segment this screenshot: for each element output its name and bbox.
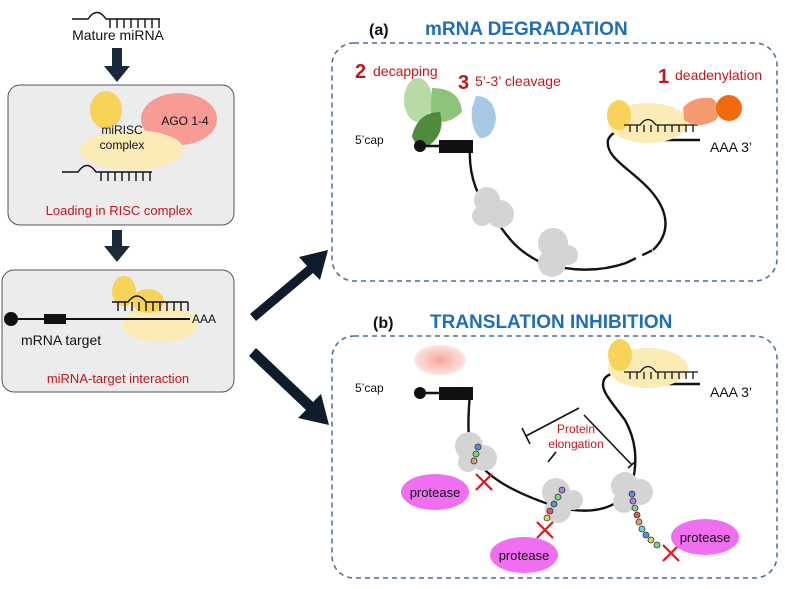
mirisc-yellow-lobe	[90, 91, 122, 129]
loaded-mirna-strand	[62, 164, 152, 181]
panel-b-mirna	[624, 365, 698, 379]
panel-a-coding-block	[439, 140, 473, 153]
protease-2-label: protease	[499, 548, 550, 563]
target-mrna-line	[4, 312, 190, 326]
step2-label: decapping	[373, 63, 438, 79]
protease-1	[401, 474, 469, 510]
mrna-target-label: mRNA target	[21, 332, 101, 348]
degradation-panel	[331, 42, 778, 282]
protease-3	[671, 519, 739, 555]
panel-a-ribosome-2	[538, 228, 578, 277]
elongation-label-line2: elongation	[548, 437, 603, 451]
cleavage-mark-1	[475, 473, 493, 491]
mirisc-label-line2: complex	[100, 138, 145, 152]
step2-number: 2	[355, 61, 366, 83]
panel-b-letter: (b)	[373, 315, 393, 332]
target-interaction-box	[1, 269, 235, 393]
cleavage-mark-2	[536, 521, 554, 539]
target-mirna-strand	[112, 295, 189, 311]
panel-b-title: TRANSLATION INHIBITION	[430, 312, 672, 333]
mirisc-cream-body	[80, 130, 184, 170]
arrow-to-inhibition	[249, 348, 329, 425]
peptide-chain-2	[543, 486, 566, 522]
panel-a-mirisc-yellow	[607, 100, 631, 130]
inhibition-bars	[521, 407, 637, 469]
loading-caption: Loading in RISC complex	[46, 203, 193, 218]
step1-label: deadenylation	[675, 67, 762, 83]
down-arrow-1	[104, 48, 130, 82]
panel-a-ribosome-1	[472, 187, 514, 228]
panel-b-mirisc-yellow	[608, 339, 632, 371]
step3-label: 5’-3’ cleavage	[475, 73, 561, 89]
protease-2	[490, 537, 558, 573]
target-tail-label: AAA	[192, 312, 216, 326]
cleavage-mark-3	[662, 544, 680, 562]
panel-b-cap-label: 5’cap	[355, 381, 384, 395]
deadenylase-complex	[683, 95, 742, 125]
arrow-to-degradation	[250, 250, 328, 321]
elongation-label-line1: Protein	[557, 422, 595, 436]
panel-a-title: mRNA DEGRADATION	[425, 19, 628, 40]
protease-1-label: protease	[410, 485, 461, 500]
decapping-complex	[404, 78, 496, 146]
down-arrow-2	[104, 230, 130, 262]
step3-number: 3	[458, 72, 469, 94]
ago-protein	[141, 93, 217, 145]
panel-a-tail-label: AAA 3’	[710, 139, 752, 155]
panel-a-cap-label: 5’cap	[355, 133, 384, 147]
panel-b-coding-block	[439, 387, 473, 400]
panel-b-tail-label: AAA 3’	[710, 384, 752, 400]
interaction-caption: miRNA-target interaction	[47, 371, 189, 386]
panel-b-translation-factor	[414, 345, 466, 375]
target-cream-body	[122, 306, 198, 342]
inhibition-panel	[331, 335, 778, 579]
mature-mirna-strand	[72, 11, 160, 28]
target-yellow-lobe	[112, 276, 136, 306]
protease-3-label: protease	[680, 530, 731, 545]
mature-mirna-label: Mature miRNA	[72, 27, 164, 43]
ago-label: AGO 1-4	[161, 114, 209, 128]
peptide-chain-1	[470, 443, 482, 465]
panel-a-mirna	[624, 118, 698, 132]
target-yellow-lobe-2	[132, 289, 164, 313]
mirisc-label-line1: miRISC	[101, 123, 143, 137]
panel-a-letter: (a)	[369, 22, 389, 39]
step1-number: 1	[658, 66, 669, 88]
peptide-chain-3	[628, 490, 661, 549]
panel-b-ribosome-2	[542, 478, 583, 523]
